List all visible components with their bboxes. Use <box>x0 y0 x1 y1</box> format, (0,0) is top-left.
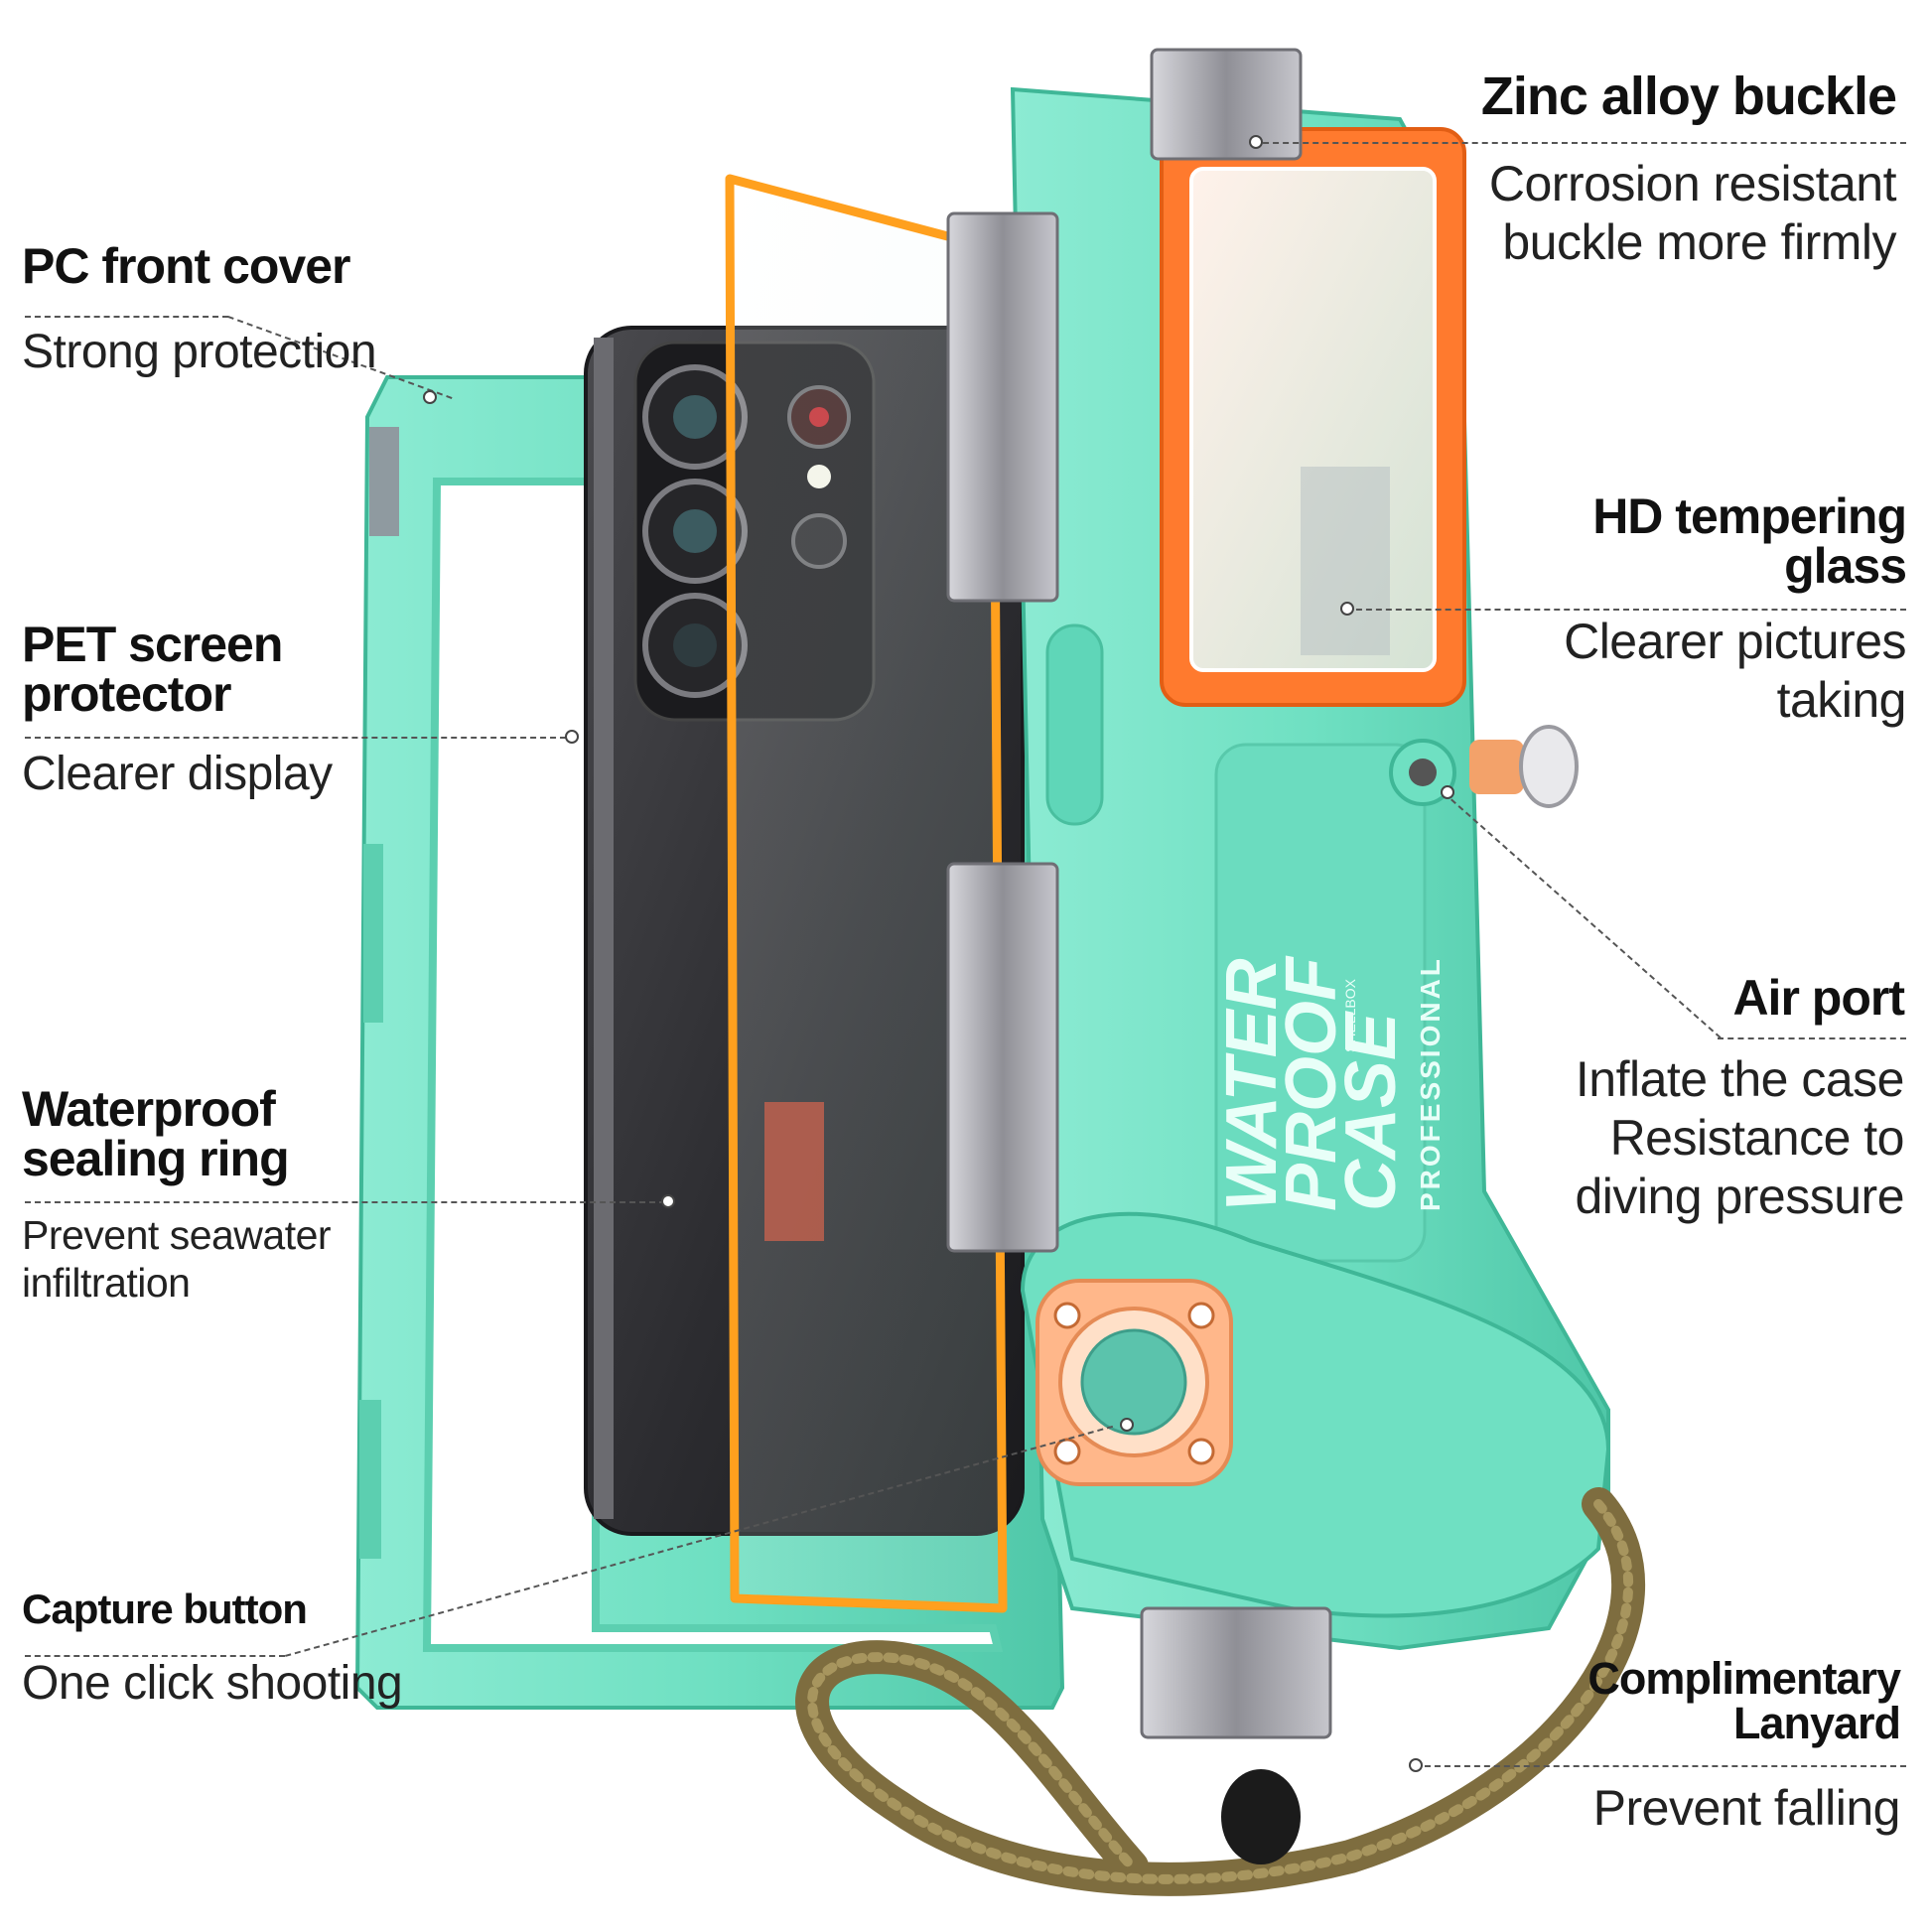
callout-desc-line2: Resistance to <box>1609 1110 1905 1166</box>
callout-title: Capture button <box>22 1586 308 1632</box>
case-brand-case: CASE <box>1331 1011 1411 1211</box>
callout-title: PC front cover <box>22 238 351 294</box>
callout-pet-screen-protector: PET screen protector Clearer display <box>22 620 333 803</box>
case-brand-water: WATER <box>1212 958 1292 1211</box>
callout-title-line1: Complimentary <box>1587 1653 1901 1704</box>
callout-desc-line1: Inflate the case <box>1575 1051 1905 1107</box>
callout-title: Air port <box>1732 970 1905 1026</box>
callout-title-line2: glass <box>1784 538 1907 594</box>
callout-capture-button: Capture button One click shooting <box>22 1586 403 1713</box>
pet-screen-protector <box>725 174 1008 1613</box>
callout-title-line1: Waterproof <box>22 1081 276 1137</box>
callout-title-line1: HD tempering <box>1592 488 1907 544</box>
callout-zinc-alloy-buckle: Zinc alloy buckle Corrosion resistant bu… <box>1480 67 1897 272</box>
callout-title-line2: sealing ring <box>22 1131 290 1186</box>
case-brand-proof: PROOF <box>1272 955 1351 1211</box>
callout-waterproof-sealing-ring: Waterproof sealing ring Prevent seawater… <box>22 1081 332 1308</box>
waterproof-case-body <box>1010 86 1611 1651</box>
callout-title-line1: PET screen <box>22 617 283 672</box>
callout-desc-line2: infiltration <box>22 1260 191 1307</box>
zinc-alloy-buckles <box>946 48 1332 1739</box>
callout-desc: Clearer display <box>22 748 333 800</box>
case-brand-mark: SHELLBOX <box>1342 978 1358 1052</box>
callout-title-line2: Lanyard <box>1732 1698 1901 1748</box>
lanyard <box>795 1487 1646 1896</box>
callout-desc: One click shooting <box>22 1657 403 1710</box>
case-brand-professional: PROFESSIONAL <box>1415 956 1446 1211</box>
callout-hd-tempering-glass: HD tempering glass Clearer pictures taki… <box>1564 488 1907 730</box>
callout-desc-line1: Prevent seawater <box>22 1212 332 1258</box>
callout-desc-line2: taking <box>1776 672 1907 728</box>
callout-desc-line1: Clearer pictures <box>1564 614 1906 669</box>
callout-desc: Prevent falling <box>1592 1780 1901 1836</box>
callout-desc-line2: buckle more firmly <box>1502 214 1896 270</box>
callout-desc-line3: diving pressure <box>1575 1169 1904 1224</box>
case-branding: WATER PROOF CASE PROFESSIONAL SHELLBOX <box>1212 955 1446 1211</box>
callout-title-line2: protector <box>22 666 231 722</box>
callout-air-port: Air port Inflate the case Resistance to … <box>1575 970 1905 1226</box>
callout-pc-front-cover: PC front cover Strong protection <box>22 238 377 381</box>
callout-title: Zinc alloy buckle <box>1480 67 1897 126</box>
callout-complimentary-lanyard: Complimentary Lanyard Prevent falling <box>1587 1653 1901 1838</box>
callout-desc: Strong protection <box>22 326 377 378</box>
callout-desc-line1: Corrosion resistant <box>1488 156 1897 211</box>
